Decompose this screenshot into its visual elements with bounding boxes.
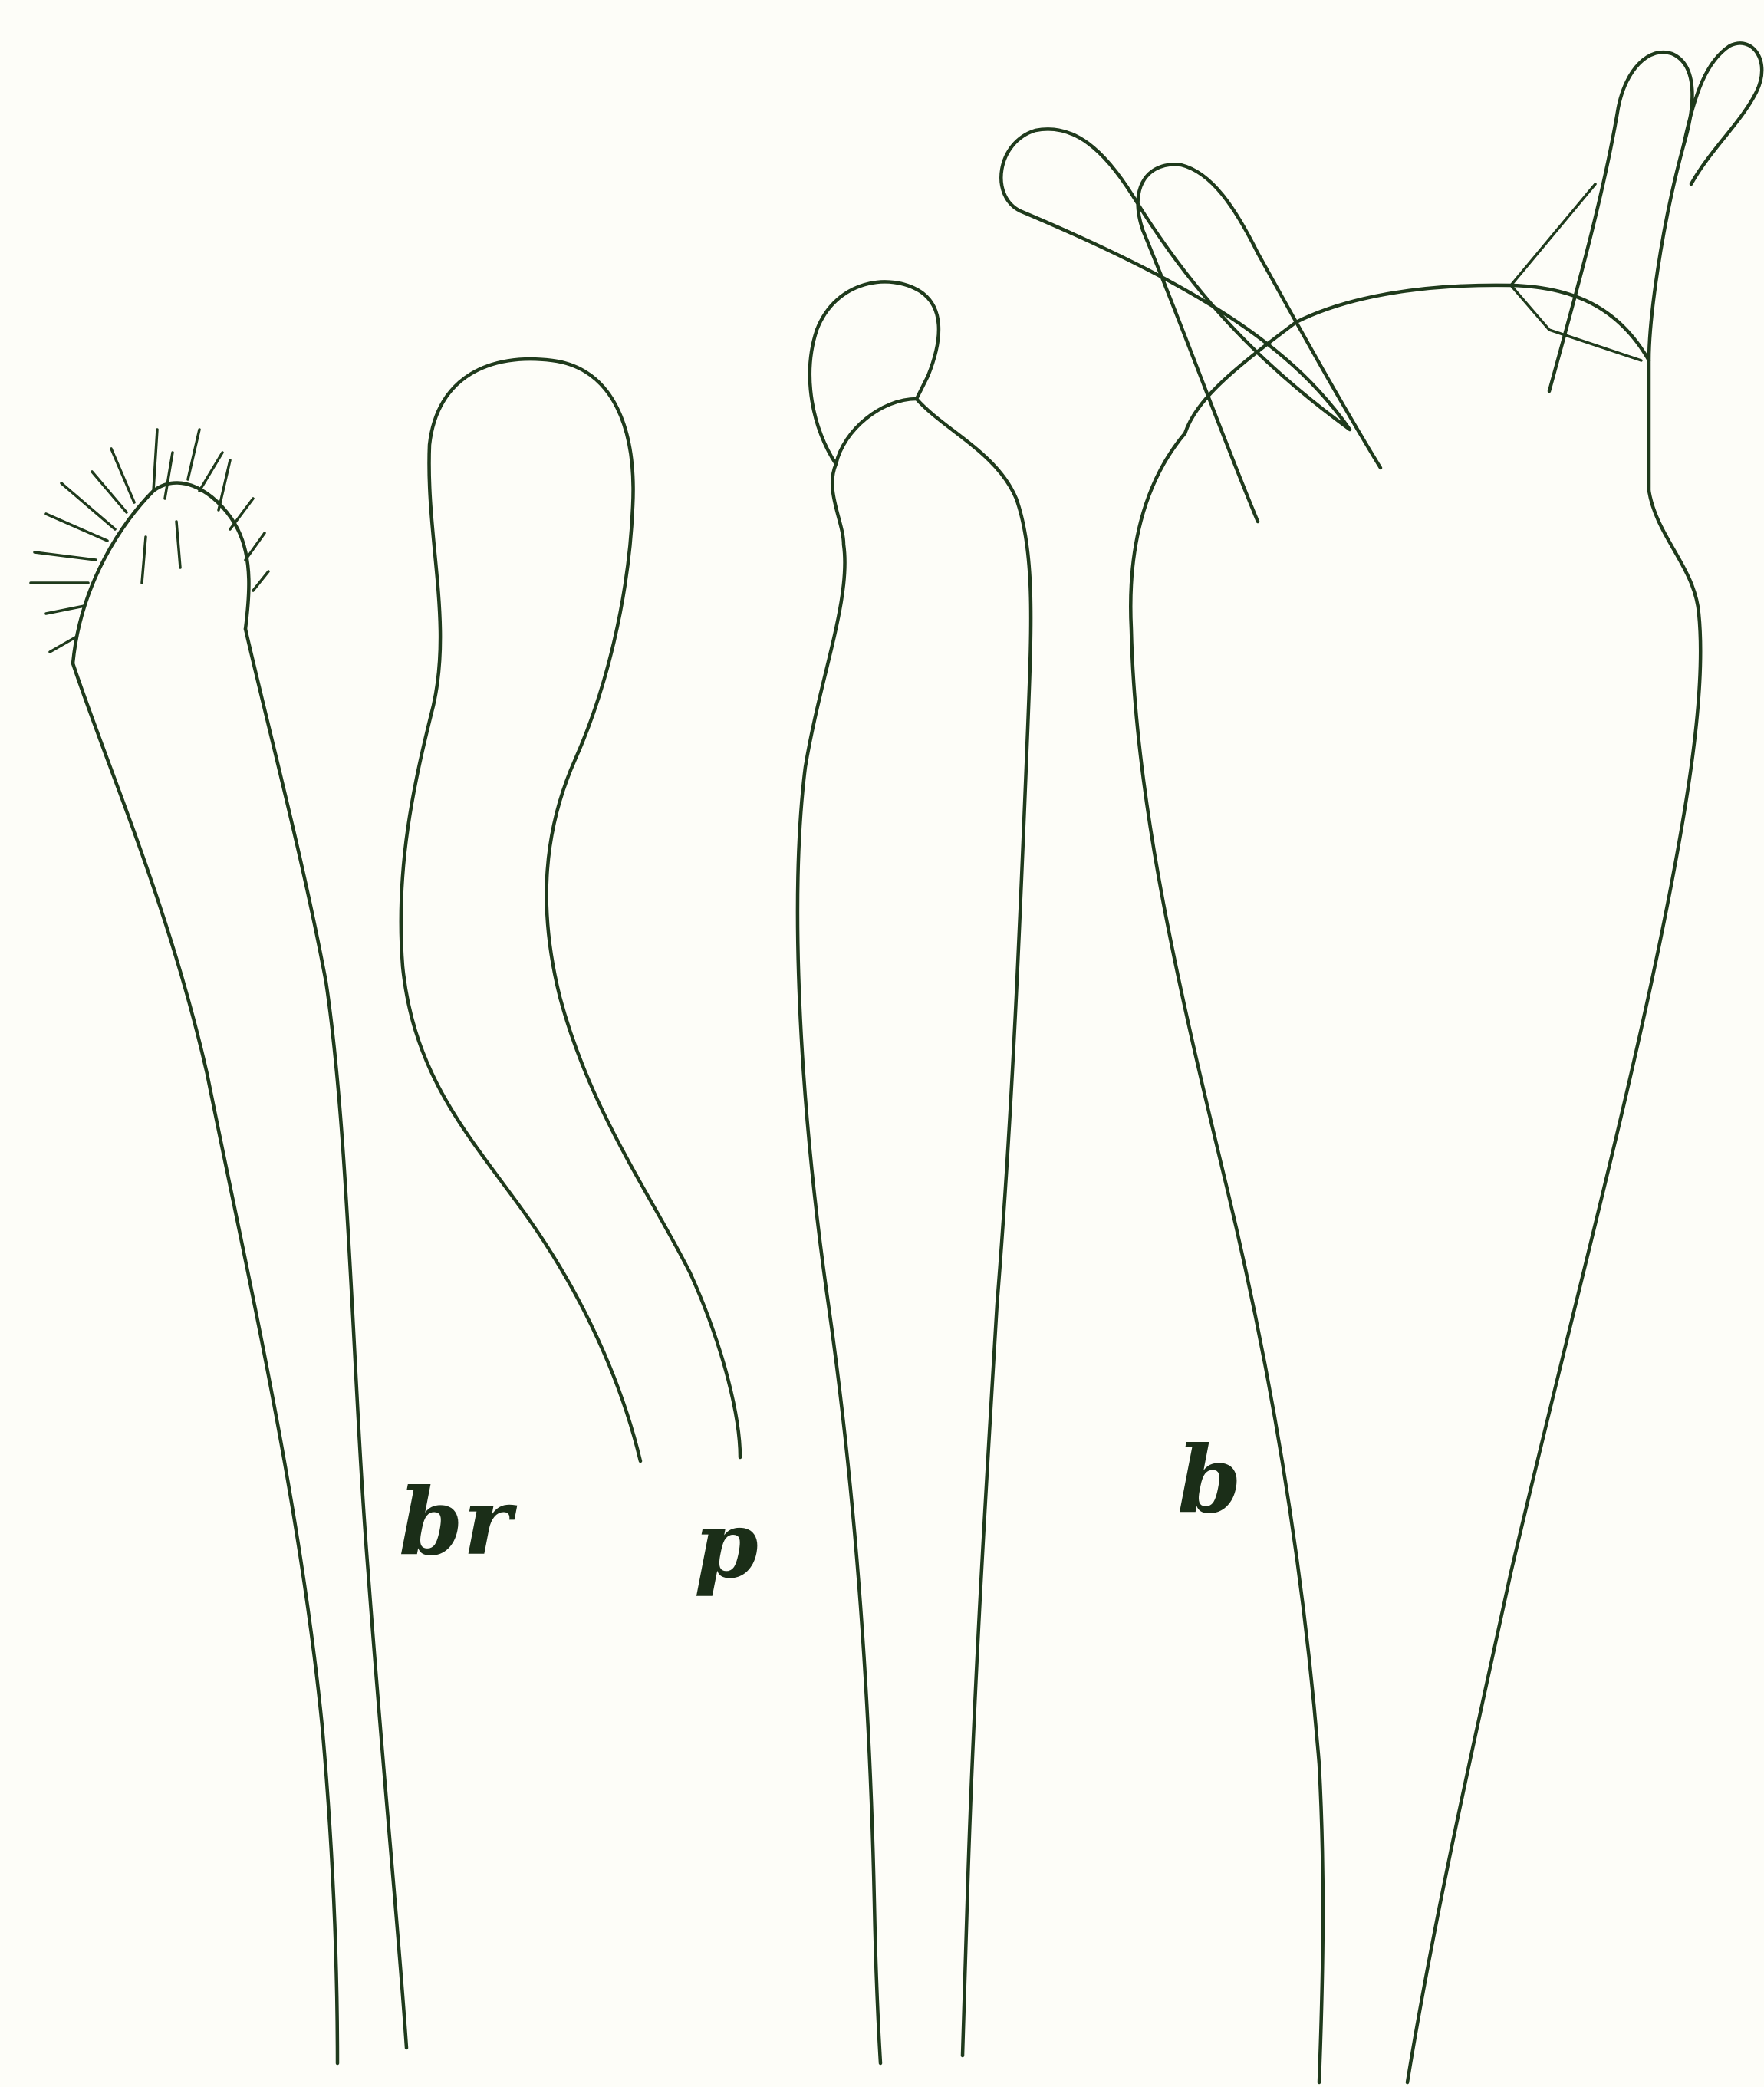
label-br: br [399, 1476, 512, 1569]
label-p: p [694, 1499, 759, 1592]
branched-hair-lobe-right-b [1683, 43, 1762, 184]
bent-hair-outline [401, 359, 740, 1461]
bristles [31, 430, 268, 652]
branched-hair [1001, 43, 1762, 2082]
branched-hair-lobe-left [1001, 129, 1350, 430]
branched-hair-lobe-middle [1138, 164, 1381, 522]
bristly-hair-left-edge [73, 663, 337, 2063]
label-b: b [1177, 1434, 1242, 1526]
branched-hair-dome [1185, 285, 1649, 433]
bristly-hair-right-edge [245, 629, 406, 2048]
branched-hair-web [1511, 184, 1641, 360]
knobbed-hair [798, 281, 1031, 2063]
bristly-hair [31, 430, 406, 2063]
branched-hair-lobe-right-a [1549, 52, 1692, 491]
bristly-hair-tip [73, 483, 248, 663]
branched-hair-body-right [1407, 491, 1700, 2082]
bent-hair [401, 359, 740, 1461]
knobbed-hair-left-edge [798, 281, 939, 2063]
branched-hair-body-left [1130, 433, 1323, 2082]
knobbed-hair-right-edge [917, 399, 1031, 2056]
